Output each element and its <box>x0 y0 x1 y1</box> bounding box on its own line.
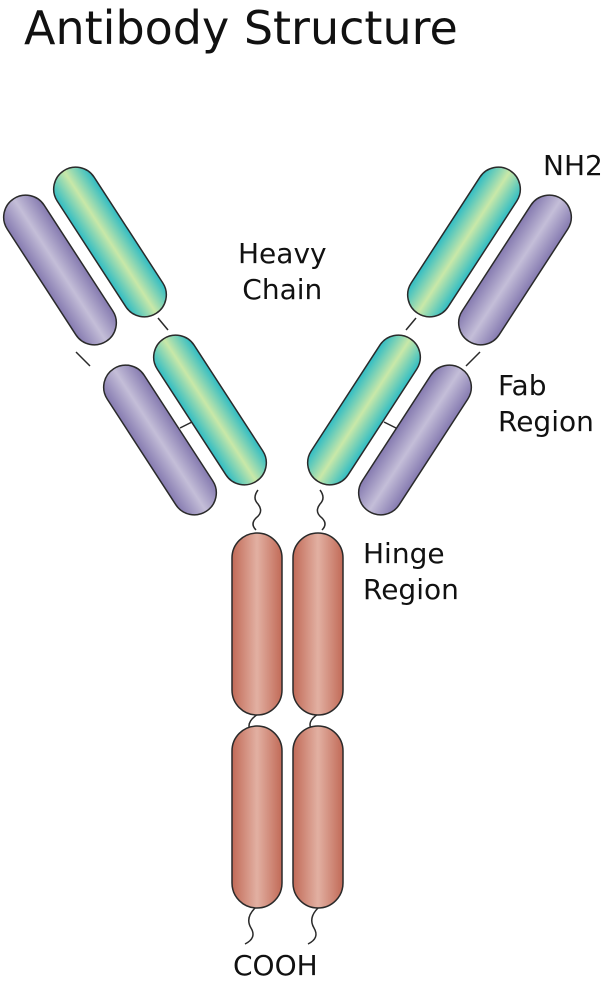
nh2-label: NH2 <box>543 149 603 182</box>
right-hinge-wiggle <box>316 489 326 531</box>
heavy-chain-label-line-1: Heavy <box>238 237 327 270</box>
cooh-label: COOH <box>233 949 318 982</box>
fc-left-ch3-domain <box>231 725 283 909</box>
fab-region-label-line-2: Region <box>498 405 594 438</box>
right-variable-constant-link <box>405 317 417 331</box>
right-heavy-chain-variable <box>406 166 522 318</box>
right-inter-chain-bond <box>383 421 397 429</box>
left-heavy-chain-variable <box>52 166 168 318</box>
left-variable-constant-link <box>157 317 169 331</box>
fc-right-ch3-domain <box>292 725 344 909</box>
heavy-chain-label-line-2: Chain <box>242 273 323 306</box>
left-cooh-tail <box>244 907 256 945</box>
heavy-chain-label: Heavy Chain <box>238 236 327 308</box>
left-inter-chain-bond <box>179 421 193 429</box>
fab-region-label-line-1: Fab <box>498 369 547 402</box>
right-light-link <box>465 351 481 367</box>
left-heavy-chain-constant <box>152 334 268 486</box>
hinge-region-label: Hinge Region <box>363 536 459 608</box>
right-light-chain-constant <box>357 364 473 516</box>
fab-region-label: Fab Region <box>498 368 594 440</box>
right-light-chain-variable <box>457 194 573 346</box>
fc-left-ch2-domain <box>231 532 283 716</box>
left-light-chain-variable <box>2 194 118 346</box>
right-heavy-chain-constant <box>306 334 422 486</box>
left-light-link <box>75 351 91 367</box>
left-hinge-wiggle <box>252 489 262 531</box>
page-title: Antibody Structure <box>24 1 458 55</box>
hinge-region-label-line-1: Hinge <box>363 537 445 570</box>
fc-right-ch2-domain <box>292 532 344 716</box>
right-cooh-tail <box>307 907 319 945</box>
hinge-region-label-line-2: Region <box>363 573 459 606</box>
left-light-chain-constant <box>102 364 218 516</box>
